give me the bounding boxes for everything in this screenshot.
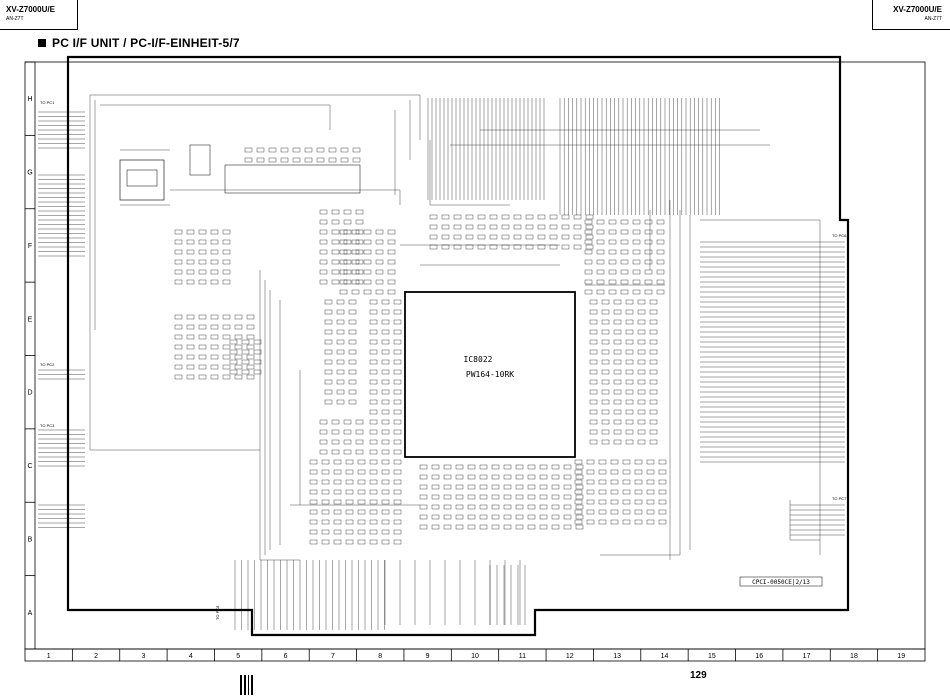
row-label-a: A: [28, 610, 33, 617]
header-right-box: XV-Z7000U/E AN-Z7T: [872, 0, 950, 30]
title-bullet-icon: [38, 39, 46, 47]
model-number-right: XV-Z7000U/E: [893, 5, 942, 14]
board-code: CPCI-0050CE|2/13: [752, 579, 810, 586]
right-connector-bus: [700, 241, 845, 536]
column-label-17: 17: [803, 653, 811, 660]
column-label-14: 14: [661, 653, 669, 660]
column-label-11: 11: [519, 653, 526, 660]
row-label-d: D: [27, 390, 32, 397]
column-label-10: 10: [471, 653, 479, 660]
column-label-9: 9: [426, 653, 430, 660]
connector-label-pc2: TO PC2: [40, 362, 55, 367]
column-label-15: 15: [708, 653, 716, 660]
header-left-box: XV-Z7000U/E AN-Z7T: [0, 0, 78, 30]
column-label-8: 8: [378, 653, 382, 660]
column-label-18: 18: [850, 653, 858, 660]
connector-label-pc7: TO PC7: [832, 496, 847, 501]
column-label-12: 12: [566, 653, 574, 660]
model-number-left: XV-Z7000U/E: [6, 5, 55, 14]
connector-label-pc6: TO PC6: [832, 233, 847, 238]
board-outline: [66, 55, 850, 637]
column-label-5: 5: [236, 653, 240, 660]
column-strip: [24, 648, 926, 662]
column-label-1: 1: [47, 653, 51, 660]
ic-left-small: [189, 144, 211, 176]
column-label-6: 6: [284, 653, 288, 660]
chip-part-label: PW164-10RK: [466, 370, 514, 379]
row-label-e: E: [28, 316, 33, 323]
main-ic-body: [404, 291, 576, 458]
row-label-f: F: [28, 243, 32, 250]
board-code-box: [739, 576, 823, 587]
capacitor-bank: [224, 164, 361, 194]
row-label-g: G: [27, 170, 32, 177]
row-label-h: H: [27, 96, 32, 103]
resistor-arrays: [174, 147, 667, 545]
row-label-c: C: [27, 463, 32, 470]
model-sub-left: AN-Z7T: [6, 16, 24, 22]
column-label-3: 3: [141, 653, 145, 660]
bottom-connector-fan: [234, 560, 526, 630]
page-number: 129: [690, 670, 707, 681]
connector-label-pc1: TO PC1: [40, 100, 55, 105]
column-label-2: 2: [94, 653, 98, 660]
connector-label-pc8: TO PC8: [215, 605, 220, 620]
row-label-b: B: [28, 536, 33, 543]
registration-mark: [240, 675, 253, 695]
model-sub-right: AN-Z7T: [924, 16, 943, 22]
chip-ref-label: IC8022: [464, 355, 493, 364]
connector-label-pc3: TO PC3: [40, 423, 55, 428]
column-label-19: 19: [897, 653, 905, 660]
page-title: PC I/F UNIT / PC-I/F-EINHEIT-5/7: [38, 36, 240, 50]
vertical-bus-top: [427, 98, 720, 215]
column-label-13: 13: [613, 653, 621, 660]
ic-left-upper: [119, 159, 165, 201]
column-label-7: 7: [331, 653, 335, 660]
page-title-text: PC I/F UNIT / PC-I/F-EINHEIT-5/7: [52, 36, 240, 50]
left-connector-pins: [38, 111, 85, 528]
column-label-4: 4: [189, 653, 193, 660]
column-label-16: 16: [755, 653, 763, 660]
